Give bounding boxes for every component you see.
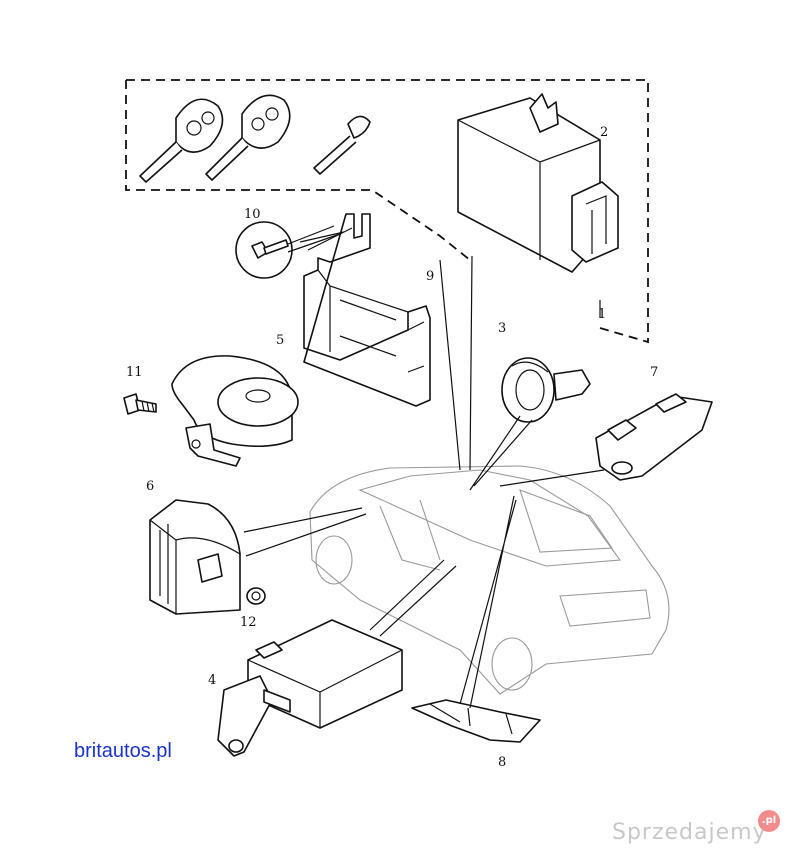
callout-4: 4: [208, 673, 217, 688]
screw-detail-10: [235, 221, 341, 279]
callout-8: 8: [498, 755, 507, 770]
blade-key: [313, 115, 371, 175]
callout-6: 6: [146, 479, 155, 494]
siren-6: [149, 499, 241, 615]
callout-1: 1: [598, 307, 607, 322]
horn-5: [171, 355, 299, 467]
mounting-bracket-9: [303, 213, 431, 407]
sensor-8: [411, 699, 541, 743]
car-outline: [309, 465, 670, 695]
callout-5: 5: [276, 333, 285, 348]
callout-10: 10: [244, 207, 261, 222]
brand-link[interactable]: britautos.pl: [74, 740, 172, 762]
callout-9: 9: [426, 269, 435, 284]
remote-key-2: [205, 94, 291, 181]
leader-lines: [243, 227, 605, 709]
ignition-ring-3: [501, 357, 591, 423]
watermark-badge: .pl: [758, 810, 780, 832]
sensor-housing-7: [595, 393, 713, 481]
watermark-text: Sprzedajemy: [612, 820, 767, 845]
control-unit-4: [217, 619, 403, 757]
nut-12: [246, 587, 266, 605]
callout-7: 7: [650, 365, 659, 380]
callout-12: 12: [240, 615, 257, 630]
kit-boundary-dashed: [125, 79, 649, 344]
callout-3: 3: [498, 321, 507, 336]
callout-2: 2: [600, 125, 609, 140]
remote-key-1: [139, 98, 224, 183]
control-module-2: [457, 93, 619, 273]
bolt-11: [123, 393, 157, 415]
callout-11: 11: [126, 365, 143, 380]
